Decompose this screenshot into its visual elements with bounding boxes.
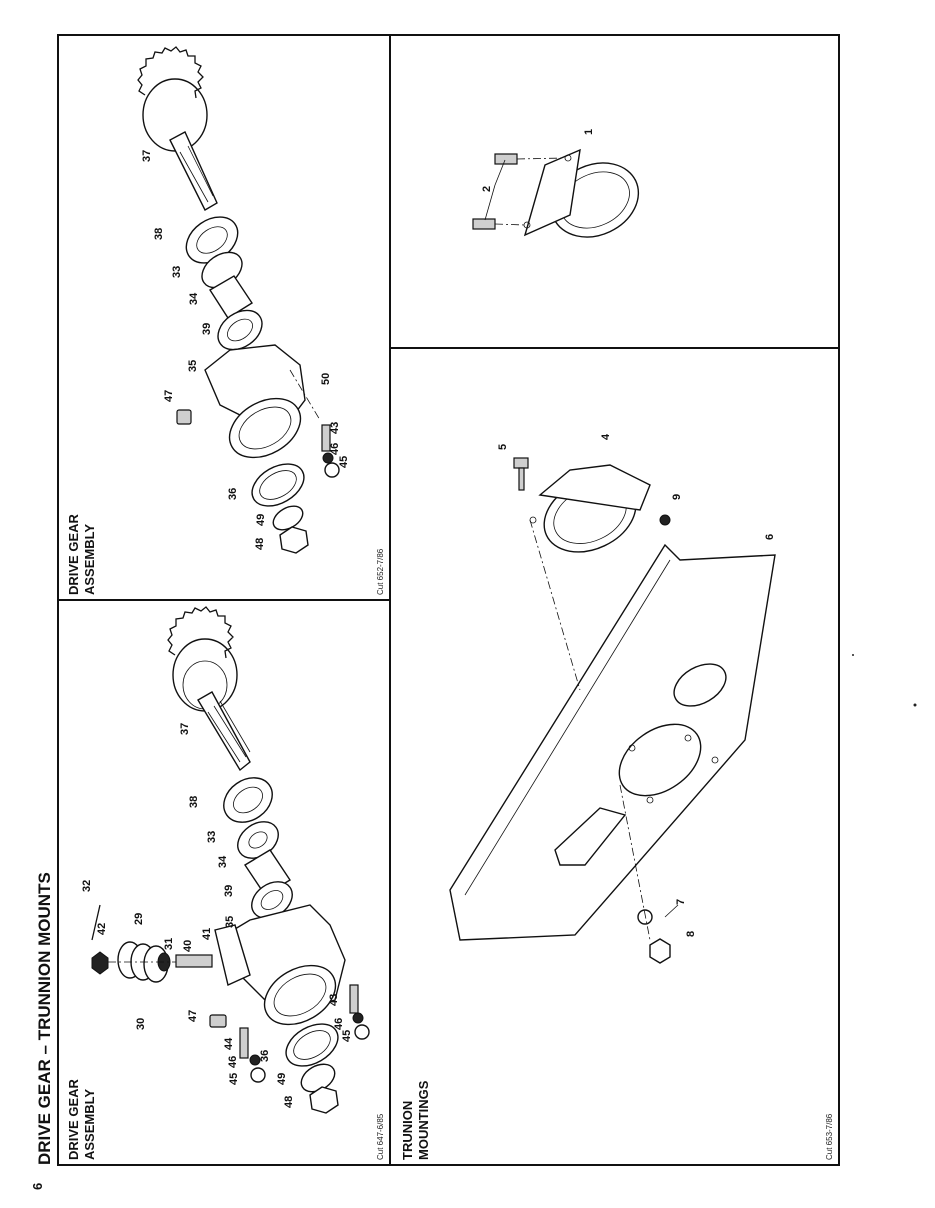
callout: 46 [333, 1018, 345, 1030]
callout: 43 [328, 994, 340, 1006]
callout: 4 [600, 433, 612, 440]
speck [852, 654, 854, 656]
callout: 30 [135, 1018, 147, 1030]
callout: 40 [182, 940, 194, 952]
callout: 8 [685, 931, 697, 937]
callout: 31 [163, 938, 175, 950]
page-title: DRIVE GEAR – TRUNNION MOUNTS [35, 872, 54, 1165]
callout: 7 [675, 899, 687, 905]
callout: 45 [228, 1073, 240, 1085]
callout: 33 [206, 831, 218, 843]
callout: 45 [341, 1030, 353, 1042]
callout: 35 [187, 360, 199, 372]
right-upper-illustration [472, 148, 640, 238]
callout: 39 [201, 323, 213, 335]
speck [913, 703, 917, 707]
callout: 5 [497, 444, 509, 450]
callout: 6 [764, 534, 776, 540]
callout: 36 [259, 1050, 271, 1062]
callout: 49 [255, 514, 267, 526]
left-callouts: 48 45 49 46 36 44 47 30 43 46 45 29 42 3… [81, 723, 353, 1108]
callout: 34 [188, 292, 200, 305]
callout: 37 [141, 150, 153, 162]
top-right-heading-line2: ASSEMBLY [82, 524, 97, 595]
callout: 36 [227, 488, 239, 500]
bottom-right-heading: TRUNION MOUNTINGS [400, 1080, 431, 1160]
callout: 47 [163, 390, 175, 402]
callout: 38 [188, 796, 200, 808]
left-panel-heading: DRIVE GEAR ASSEMBLY [66, 1078, 97, 1160]
left-heading-line1: DRIVE GEAR [66, 1078, 81, 1160]
top-right-drive-gear-illustration [137, 46, 340, 554]
top-right-heading: DRIVE GEAR ASSEMBLY [66, 513, 97, 595]
top-right-callouts: 48 49 36 47 35 45 46 43 50 39 34 33 38 3… [141, 150, 350, 550]
callout: 47 [187, 1010, 199, 1022]
page-number: 6 [30, 1183, 45, 1190]
bottom-right-heading-line1: TRUNION [400, 1101, 415, 1160]
bottom-right-callouts: 5 4 9 6 7 8 [497, 433, 776, 937]
callout: 32 [81, 880, 93, 892]
bottom-right-cut-code: Cut 653-7/86 [825, 1113, 834, 1160]
left-drive-gear-illustration [91, 606, 370, 1114]
callout: 34 [217, 855, 229, 868]
left-heading-line2: ASSEMBLY [82, 1089, 97, 1160]
callout: 29 [133, 913, 145, 925]
callout: 1 [583, 129, 595, 135]
callout: 39 [223, 885, 235, 897]
callout: 46 [227, 1056, 239, 1068]
top-right-heading-line1: DRIVE GEAR [66, 513, 81, 595]
callout: 35 [224, 916, 236, 928]
callout: 38 [153, 228, 165, 240]
callout: 50 [320, 373, 332, 385]
callout: 45 [338, 456, 350, 468]
callout: 41 [201, 928, 213, 940]
callout: 33 [171, 266, 183, 278]
callout: 42 [96, 923, 108, 935]
trunion-mounting-illustration [449, 457, 776, 964]
callout: 46 [329, 443, 341, 455]
callout: 43 [329, 422, 341, 434]
right-upper-callouts: 2 1 [481, 129, 595, 192]
callout: 49 [276, 1073, 288, 1085]
callout: 37 [179, 723, 191, 735]
callout: 9 [671, 494, 683, 500]
left-gear [167, 606, 238, 712]
bottom-right-heading-line2: MOUNTINGS [416, 1080, 431, 1160]
callout: 44 [223, 1037, 235, 1050]
callout: 48 [254, 538, 266, 550]
top-right-cut-code: Cut 652-7/86 [376, 548, 385, 595]
callout: 48 [283, 1096, 295, 1108]
left-cut-code: Cut 647-6/85 [376, 1113, 385, 1160]
callout: 2 [481, 186, 493, 192]
